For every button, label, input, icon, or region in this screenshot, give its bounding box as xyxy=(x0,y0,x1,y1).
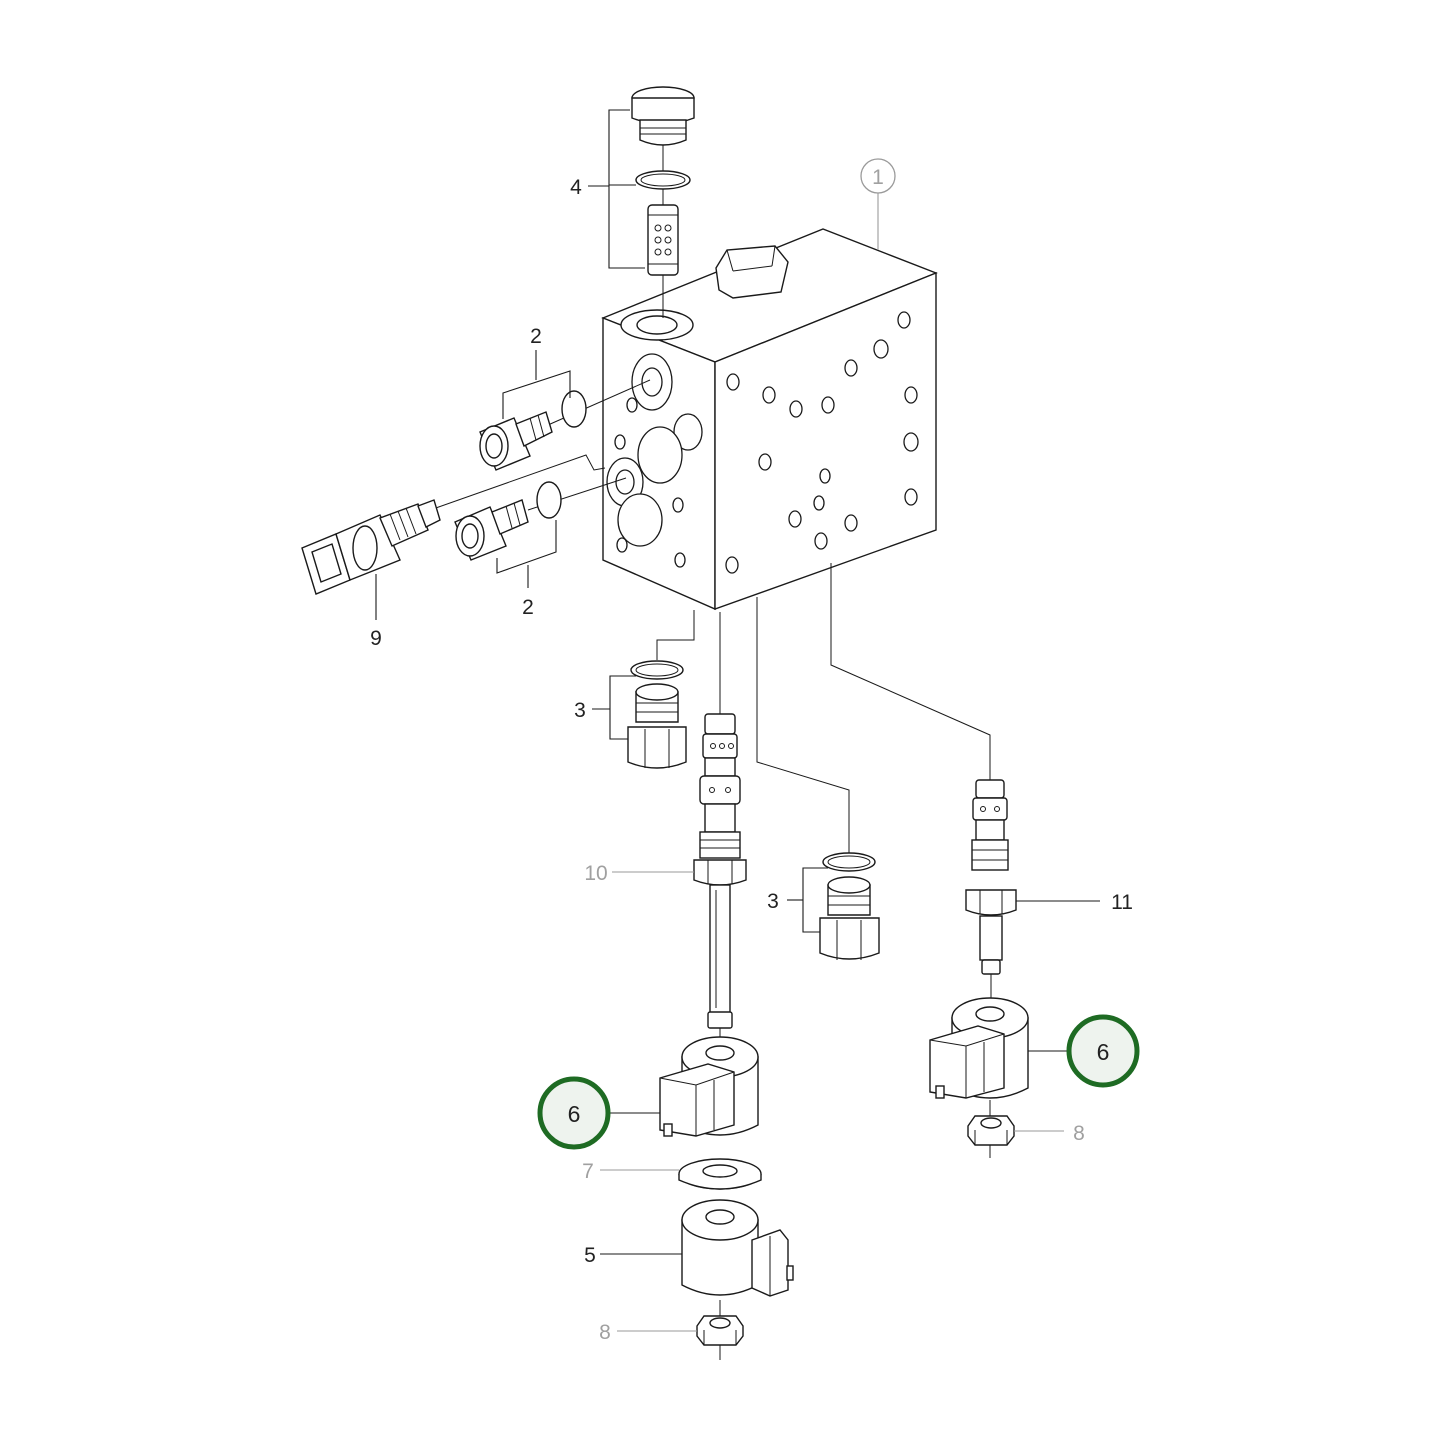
callout-6-left: 6 xyxy=(568,1101,581,1127)
part-3-left-plug xyxy=(592,660,687,769)
valve-block xyxy=(601,228,938,611)
callout-9: 9 xyxy=(370,627,382,650)
callout-5: 5 xyxy=(584,1244,596,1267)
callout-1: 1 xyxy=(872,166,884,189)
part-8-left-nut xyxy=(617,1300,744,1360)
callout-3-right: 3 xyxy=(767,890,779,913)
part-3-right-plug xyxy=(787,852,880,960)
callout-2-top: 2 xyxy=(530,325,542,348)
part-7-washer xyxy=(600,1158,762,1190)
part-9-pressure-sensor xyxy=(301,454,606,620)
callout-11: 11 xyxy=(1111,891,1133,914)
callout-8-left: 8 xyxy=(599,1321,611,1344)
callout-1-ring xyxy=(860,158,896,194)
part-4-filter-assembly xyxy=(588,86,695,318)
part-2-lower-fitting xyxy=(454,477,627,588)
callout-4: 4 xyxy=(570,176,582,199)
callout-6-right: 6 xyxy=(1097,1039,1110,1065)
part-6-right-solenoid-coil xyxy=(929,997,1068,1099)
callout-8-right: 8 xyxy=(1073,1122,1085,1145)
top-hex-plug xyxy=(715,245,789,299)
part-11-cartridge-valve xyxy=(965,779,1100,1005)
part-2-upper-fitting xyxy=(479,350,651,471)
part-6-left-solenoid-coil xyxy=(608,1036,759,1137)
callout-2-bottom: 2 xyxy=(522,596,534,619)
part-10-cartridge-valve xyxy=(612,713,747,1045)
part-5-lower-coil xyxy=(600,1199,794,1297)
highlight-ring-6-left xyxy=(537,1076,611,1150)
callout-10: 10 xyxy=(584,862,607,885)
part-8-right-nut xyxy=(967,1100,1064,1158)
callout-3-left: 3 xyxy=(574,699,586,722)
callout-7: 7 xyxy=(582,1160,594,1183)
highlight-ring-6-right xyxy=(1066,1014,1140,1088)
